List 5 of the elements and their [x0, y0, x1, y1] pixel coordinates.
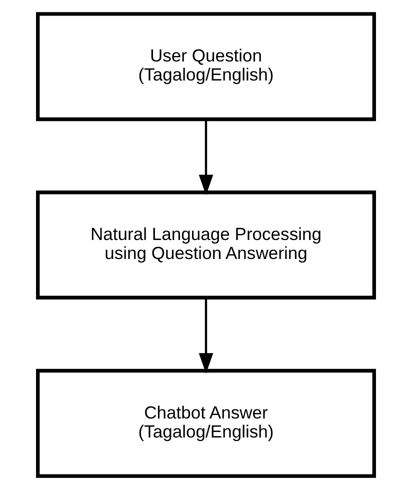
arrow: [198, 298, 214, 374]
node-box: Chatbot Answer (Tagalog/English): [36, 368, 376, 478]
node-box: Natural Language Processing using Question Answering: [36, 190, 376, 300]
node-box: User Question (Tagalog/English): [36, 12, 376, 122]
arrow: [198, 119, 214, 196]
